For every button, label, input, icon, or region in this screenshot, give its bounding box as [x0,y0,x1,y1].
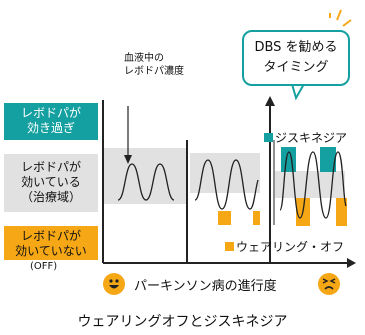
sparkle-mark [342,19,352,27]
band-label-overdose: レボドパが 効き過ぎ [4,103,98,140]
legend-dyskinesia-label: ジスキネジア [275,131,348,145]
wearing-off-block [336,198,347,226]
legend-wearing-off-label: ウェアリング・オフ [236,240,345,254]
band-label-off: レボドパが 効いていない [4,226,98,260]
therapeutic-band-middle [190,153,260,193]
figure-caption: ウェアリングオフとジスキネジア [77,314,288,330]
concentration-annotation: 血液中の レボドパ濃度 [124,53,184,77]
concentration-wave-middle [194,159,259,210]
wearing-off-swatch [225,242,234,251]
dyskinesia-block [281,147,296,172]
dyskinesia-swatch [264,133,273,142]
legend-wearing-off: ウェアリング・オフ [225,238,344,255]
wearing-off-block [253,211,260,225]
off-note: (OFF) [30,261,58,272]
band-label-therapeutic: レボドパが 効いている （治療域） [4,154,98,212]
x-axis-arrow [347,258,356,268]
dyskinesia-block [320,147,336,172]
dbs-callout: DBS を勧める タイミング [242,30,350,86]
concentration-wave-early [117,163,175,201]
wearing-off-block [218,211,231,225]
happy-face-icon [103,273,125,295]
therapeutic-band-early [103,148,186,204]
callout-tail [290,83,306,101]
sparkle-mark [336,9,342,21]
therapeutic-band-late [275,171,345,198]
concentration-wave-late [279,151,347,219]
annotation-pointer-head [124,155,132,164]
distressed-face-icon [318,273,340,295]
legend-dyskinesia: ジスキネジア [264,129,347,146]
x-axis-label: パーキンソン病の進行度 [134,279,277,294]
divider-arrow [265,96,275,106]
